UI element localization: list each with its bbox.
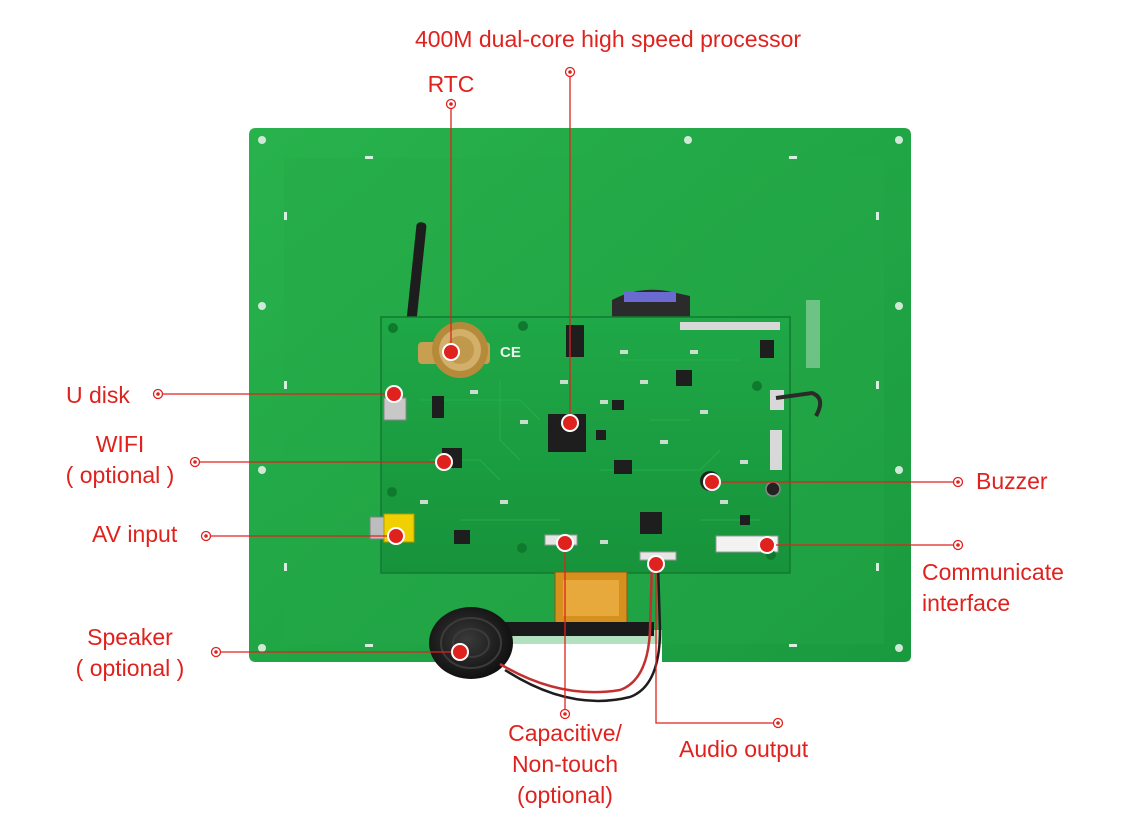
label-capacitive: Capacitive/ Non-touch (optional) xyxy=(508,720,622,808)
label-audio-output: Audio output xyxy=(679,736,809,762)
label-av-input: AV input xyxy=(92,521,178,547)
main-pcb: CE xyxy=(369,316,823,574)
label-rtc: RTC xyxy=(427,71,475,97)
label-processor: 400M dual-core high speed processor xyxy=(414,26,802,52)
fpc-connector xyxy=(502,571,654,636)
speaker xyxy=(429,607,513,679)
label-buzzer: Buzzer xyxy=(976,468,1048,494)
callout-markers xyxy=(152,66,964,729)
ce-mark: CE xyxy=(500,344,521,361)
label-u-disk: U disk xyxy=(66,382,130,408)
label-speaker: Speaker ( optional ) xyxy=(75,624,185,681)
label-wifi: WIFI ( optional ) xyxy=(65,431,175,488)
label-communicate: Communicate interface xyxy=(922,559,1064,616)
